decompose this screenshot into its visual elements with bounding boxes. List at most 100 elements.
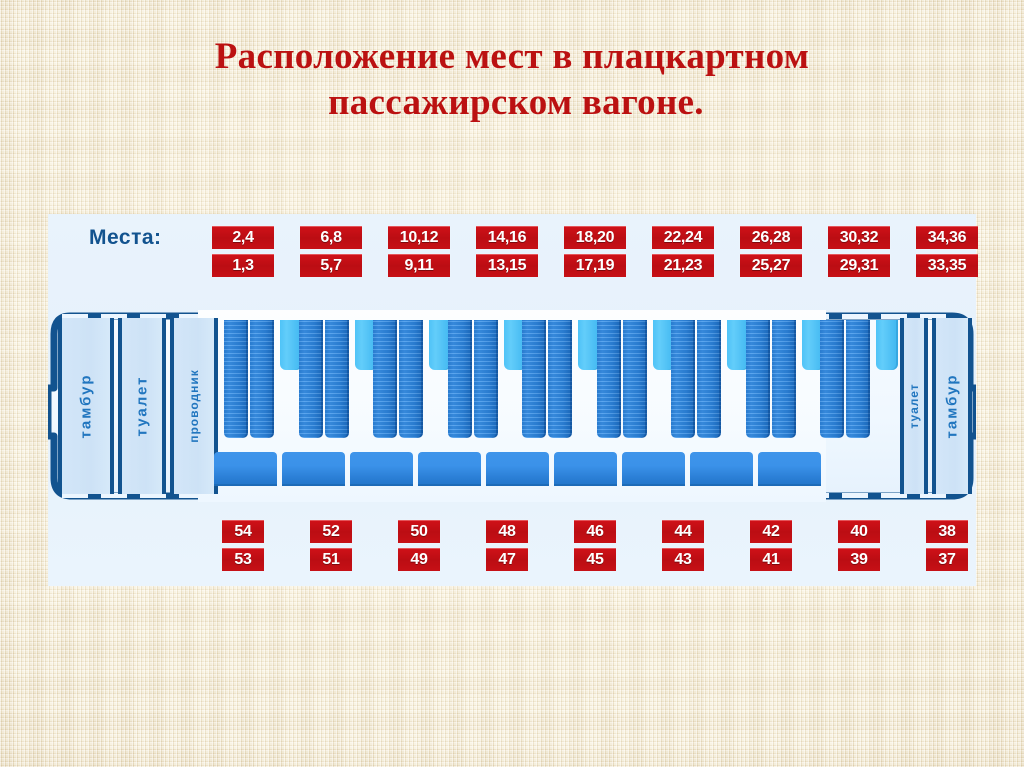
upper-berth (548, 320, 572, 438)
seats-caption: Места: (89, 226, 162, 249)
side-upper-tag: 38 (926, 520, 968, 543)
toilet-right-label: туалет (907, 383, 921, 429)
compartment-table (876, 320, 898, 370)
tambour-left: тамбур (58, 318, 114, 494)
side-berth (282, 452, 345, 486)
carriage-window (140, 314, 166, 319)
compartment-lower-tag: 17,19 (564, 254, 626, 277)
upper-berth (324, 320, 349, 438)
side-berth (554, 452, 617, 486)
compartment-upper-tag: 34,36 (916, 226, 978, 249)
conductor: проводник (170, 318, 218, 494)
side-berth (214, 452, 277, 486)
carriage-window (881, 493, 907, 498)
carriage-window (62, 314, 88, 319)
carriage-interior: тамбур туалет проводник туалет тамбур (48, 310, 976, 502)
carriage-window (881, 314, 907, 319)
side-berth (758, 452, 821, 486)
side-berth (418, 452, 481, 486)
compartment-lower-tag: 9,11 (388, 254, 450, 277)
side-lower-tag: 39 (838, 548, 880, 571)
compartment-upper-tag: 10,12 (388, 226, 450, 249)
compartment-lower-tag: 5,7 (300, 254, 362, 277)
upper-berth (596, 320, 621, 438)
compartment-lower-tag: 1,3 (212, 254, 274, 277)
upper-berth (745, 320, 770, 438)
compartment-table (578, 320, 600, 370)
side-upper-tag: 40 (838, 520, 880, 543)
compartment-table (801, 320, 824, 370)
tambour-right-label: тамбур (943, 373, 961, 439)
side-upper-tag: 54 (222, 520, 264, 543)
compartment-upper-tag: 14,16 (476, 226, 538, 249)
carriage-window (920, 314, 946, 319)
side-berth (486, 452, 549, 486)
side-lower-tag: 37 (926, 548, 968, 571)
compartment-table (503, 320, 526, 370)
side-upper-tag: 42 (750, 520, 792, 543)
upper-berth (622, 320, 647, 438)
side-lower-tag: 41 (750, 548, 792, 571)
upper-berth (447, 320, 472, 438)
carriage-window (842, 493, 868, 498)
conductor-label: проводник (187, 369, 201, 443)
carriage-window (920, 493, 946, 498)
side-lower-tag: 51 (310, 548, 352, 571)
compartment-lower-tag: 33,35 (916, 254, 978, 277)
compartment-table (429, 320, 451, 370)
carriage-diagram-panel: Места: 2,4 6,8 10,12 14,16 18,20 22,24 26,28 30… (48, 214, 978, 586)
side-upper-tag: 52 (310, 520, 352, 543)
carriage-window (140, 493, 166, 498)
compartment-lower-tag: 13,15 (476, 254, 538, 277)
side-lower-tag: 43 (662, 548, 704, 571)
side-upper-tag: 46 (574, 520, 616, 543)
side-upper-tag: 50 (398, 520, 440, 543)
upper-berth (671, 320, 695, 438)
page-title-line-1: Расположение мест в плацкартном (214, 36, 810, 77)
toilet-left-label: туалет (133, 375, 151, 437)
upper-berth (522, 320, 546, 438)
page-title-line-2: пассажирском вагоне. (328, 82, 704, 123)
side-berth (622, 452, 685, 486)
upper-berth (697, 320, 721, 438)
compartment-upper-tag: 26,28 (740, 226, 802, 249)
compartment-upper-tag: 22,24 (652, 226, 714, 249)
upper-berth (399, 320, 423, 438)
carriage-body: тамбур туалет проводник туалет тамбур (48, 310, 976, 502)
compartment-table (652, 320, 675, 370)
tambour-left-label: тамбур (77, 373, 95, 439)
toilet-left: туалет (118, 318, 166, 494)
compartment-table (727, 320, 749, 370)
carriage-window (179, 314, 205, 319)
tambour-right: тамбур (932, 318, 972, 494)
compartment-lower-tag: 29,31 (828, 254, 890, 277)
carriage-window (62, 493, 88, 498)
compartment-upper-tag: 6,8 (300, 226, 362, 249)
side-lower-tag: 53 (222, 548, 264, 571)
side-upper-tag: 48 (486, 520, 528, 543)
side-lower-tag: 49 (398, 548, 440, 571)
side-berth (350, 452, 413, 486)
compartment-lower-tag: 21,23 (652, 254, 714, 277)
side-lower-tag: 47 (486, 548, 528, 571)
page-title: Расположение мест в плацкартном пассажир… (0, 34, 1024, 126)
compartment-lower-tag: 25,27 (740, 254, 802, 277)
upper-berth (298, 320, 323, 438)
upper-berth (373, 320, 397, 438)
compartment-table (354, 320, 377, 370)
upper-berth (820, 320, 844, 438)
compartment-upper-tag: 30,32 (828, 226, 890, 249)
carriage-window (179, 493, 205, 498)
upper-berth (771, 320, 796, 438)
side-lower-tag: 45 (574, 548, 616, 571)
upper-berth (224, 320, 248, 438)
compartment-upper-tag: 2,4 (212, 226, 274, 249)
side-upper-tag: 44 (662, 520, 704, 543)
compartment-upper-tag: 18,20 (564, 226, 626, 249)
carriage-window (101, 493, 127, 498)
upper-berth (846, 320, 870, 438)
compartment-table (280, 320, 302, 370)
toilet-right: туалет (900, 318, 928, 494)
upper-berth (250, 320, 274, 438)
carriage-window (842, 314, 868, 319)
